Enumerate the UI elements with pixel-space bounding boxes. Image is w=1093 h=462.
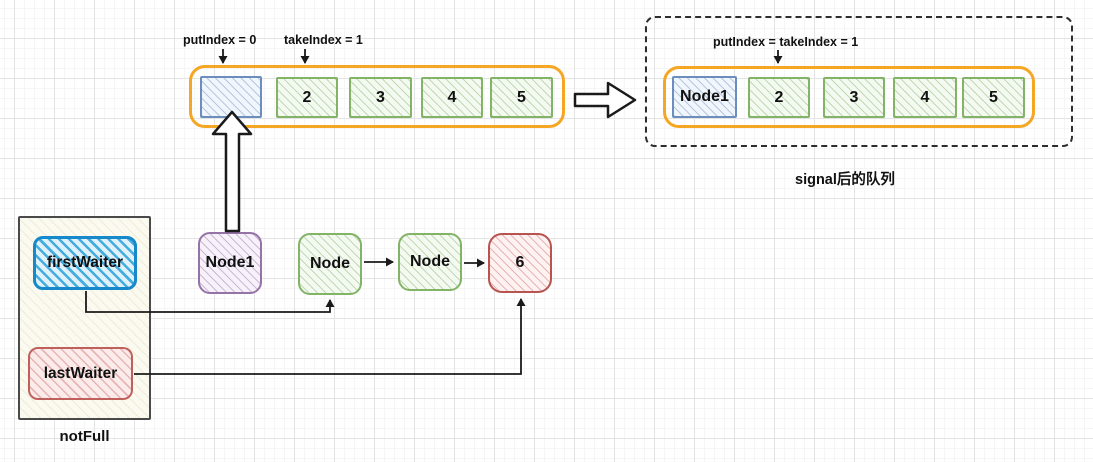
after-queue-group-frame [645, 16, 1073, 147]
wait-node2-box: Node [298, 233, 362, 295]
after-queue-frame [663, 66, 1035, 128]
before-queue-cell: 4 [421, 77, 483, 118]
before-queue-cell: 2 [276, 77, 338, 118]
after-queue-cell: 4 [893, 77, 957, 118]
before-queue-cell-empty [200, 76, 262, 118]
notfull-caption: notFull [59, 428, 110, 445]
before-queue-frame [189, 65, 565, 128]
after-index-label: putIndex = takeIndex = 1 [713, 35, 859, 49]
last-waiter-box: lastWaiter [28, 347, 133, 400]
wait-node4-box: 6 [488, 233, 552, 293]
first-waiter-box: firstWaiter [33, 236, 137, 290]
take-index-label: takeIndex = 1 [284, 33, 363, 47]
after-queue-cell: 2 [748, 77, 810, 118]
signal-transition-arrow-icon [573, 81, 637, 119]
after-queue-cell: 3 [823, 77, 885, 118]
before-queue-cell: 5 [490, 77, 553, 118]
after-queue-cell-node1: Node1 [672, 76, 737, 118]
wait-node3-box: Node [398, 233, 462, 291]
before-queue-cell: 3 [349, 77, 412, 118]
lastwaiter-connector [134, 298, 526, 375]
after-queue-cell: 5 [962, 77, 1025, 118]
enqueue-up-arrow-icon [211, 110, 253, 233]
wait-node1-box: Node1 [198, 232, 262, 294]
after-queue-caption: signal后的队列 [795, 172, 895, 188]
put-index-label: putIndex = 0 [183, 33, 257, 47]
